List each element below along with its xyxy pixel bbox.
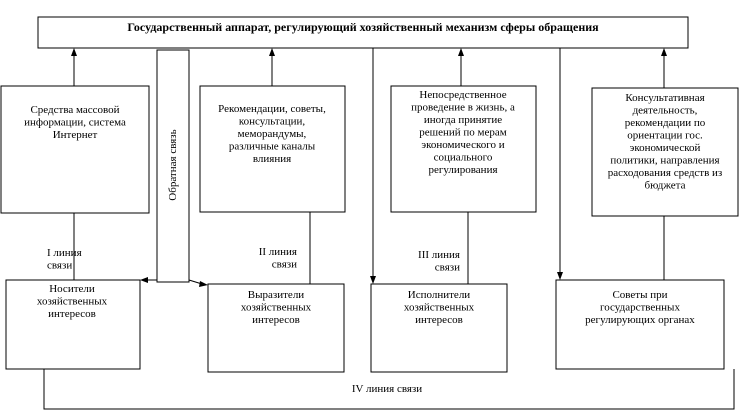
executors-box (370, 283, 508, 373)
feedback-box (156, 49, 190, 283)
text-line: хозяйственных (404, 302, 475, 314)
arrow-feedback-to-holders (140, 277, 157, 283)
arrow-implementation-to-title (458, 48, 464, 86)
text-line: Консультативная (625, 92, 704, 104)
text-line: Непосредственное (419, 89, 506, 101)
text-line: решений по мерам (419, 127, 507, 139)
arrow-media-to-title (71, 48, 77, 86)
text-line: Советы при (612, 289, 667, 301)
text-line: связи (272, 259, 297, 271)
link4-label: IV линия связи (352, 383, 422, 395)
arrow-title-to-councils (557, 48, 563, 280)
text-line: Выразители (248, 289, 305, 301)
text-line: связи (47, 260, 72, 272)
text-line: информации, система (24, 117, 126, 129)
text-line: деятельность, (633, 105, 698, 117)
media-box (0, 85, 150, 214)
text-line: интересов (252, 314, 300, 326)
arrow-consultative-to-title (661, 48, 667, 88)
text-line: рекомендации по (625, 117, 706, 129)
text-line: регулирующих органах (585, 314, 695, 326)
expressers-box (207, 283, 345, 373)
title-box (37, 16, 689, 49)
text-line: I линия (47, 247, 82, 259)
text-line: меморандумы, (238, 128, 307, 140)
arrow-feedback-to-expressers (188, 279, 208, 287)
text-line: хозяйственных (37, 296, 108, 308)
text-line: иногда принятие (424, 114, 502, 126)
text-line: социального (434, 152, 493, 164)
text-line: влияния (253, 153, 291, 165)
text-line: Исполнители (408, 289, 471, 301)
text-line: ориентации гос. (627, 130, 703, 142)
text-line: III линия (418, 249, 460, 261)
text-line: связи (435, 262, 460, 274)
text-line: II линия (259, 246, 297, 258)
text-line: Носители (49, 283, 95, 295)
text-line: интересов (48, 308, 96, 320)
text-line: Интернет (53, 129, 98, 141)
text-line: экономической (630, 142, 701, 154)
consultative-box (591, 87, 739, 217)
text-line: регулирования (428, 164, 497, 176)
recommendations-box (199, 85, 346, 213)
text-line: экономического и (421, 139, 504, 151)
text-line: бюджета (644, 180, 685, 192)
implementation-box (390, 85, 537, 213)
text-line: различные каналы (229, 141, 316, 153)
text-line: консультации, (239, 116, 305, 128)
text-line: государственных (600, 302, 680, 314)
text-line: хозяйственных (241, 302, 312, 314)
arrow-title-to-executors (370, 48, 376, 284)
text-line: Рекомендации, советы, (218, 103, 326, 115)
text-line: Средства массовой (30, 104, 119, 116)
holders-box (5, 279, 141, 370)
councils-box (555, 279, 725, 370)
feedback-label: Обратная связь (167, 129, 179, 200)
text-line: политики, направления (610, 155, 719, 167)
text-line: проведение в жизнь, а (411, 102, 515, 114)
link4-bracket (43, 369, 735, 410)
recommendations-text: Рекомендации, советы,консультации,мемора… (218, 103, 326, 165)
text-line: интересов (415, 314, 463, 326)
title-text: Государственный аппарат, регулирующий хо… (127, 20, 599, 34)
arrow-recommendations-to-title (269, 48, 275, 86)
text-line: расходования средств из (608, 167, 723, 179)
